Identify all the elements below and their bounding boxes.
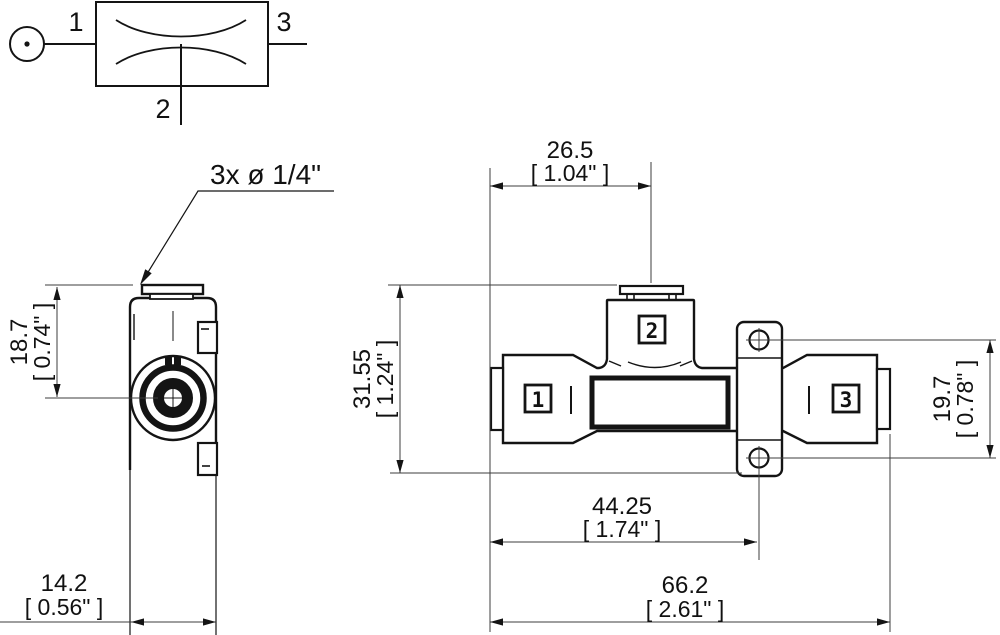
arrow-hole-offset-right <box>744 538 757 546</box>
side-port2-label: 2 <box>646 319 659 343</box>
front-release-tab-left <box>165 356 172 365</box>
dim-height-mm: 18.7 <box>6 319 33 366</box>
dim-hole-offset-in: [ 1.74" ] <box>583 516 662 542</box>
front-port2-cap-step <box>149 293 194 300</box>
dimension-lines <box>0 162 996 632</box>
dim-hole-spacing-mm: 19.7 <box>929 376 956 423</box>
side-port2-cap-tab-right <box>668 293 677 301</box>
side-port1-collar <box>489 366 505 432</box>
dimension-arrows <box>53 182 994 626</box>
front-right-tab-upper <box>196 320 219 355</box>
arrow-hole-offset-left <box>490 538 503 546</box>
side-port2-flare-dash-right <box>679 360 693 367</box>
schematic-port2-label: 2 <box>155 94 170 124</box>
arrow-hole-spacing-down <box>986 445 994 458</box>
front-view <box>128 283 219 635</box>
arrow-overall-length-right <box>877 618 890 626</box>
arrow-height-up <box>53 287 61 300</box>
arrow-height-down <box>53 384 61 397</box>
dim-hole-offset-mm: 44.25 <box>592 493 652 520</box>
side-port2-cap-tab-left <box>626 293 635 301</box>
dim-overall-height-mm: 31.55 <box>349 349 376 409</box>
dim-port2-offset-in: [ 1.04" ] <box>531 160 610 186</box>
hole-callout: 3x ø 1/4" <box>140 159 334 285</box>
schematic-source-dot <box>24 41 30 47</box>
side-label-window <box>589 375 731 430</box>
hole-callout-arrow <box>140 269 152 285</box>
dimension-texts: 18.7 [ 0.74" ] 14.2 [ 0.56" ] 26.5 [ 1.0… <box>6 137 978 622</box>
side-view <box>489 284 892 478</box>
side-port2-flare-dash-left <box>608 360 622 367</box>
front-release-tab-right <box>174 356 181 365</box>
front-right-tab-lower <box>196 441 219 477</box>
arrow-width-left <box>131 618 144 626</box>
side-port1-label: 1 <box>532 388 545 412</box>
dim-port2-offset-mm: 26.5 <box>547 137 594 164</box>
side-port3-label-box <box>831 383 861 414</box>
side-port2-flare-curve <box>627 361 682 369</box>
dim-overall-length-in: [ 2.61" ] <box>646 596 725 622</box>
arrow-overall-length-left <box>490 618 503 626</box>
dim-width-in: [ 0.56" ] <box>25 594 104 620</box>
side-port3-label: 3 <box>840 388 853 412</box>
dim-hole-spacing-in: [ 0.78" ] <box>952 360 978 439</box>
front-port2-cap <box>140 283 205 296</box>
dim-height-in: [ 0.74" ] <box>29 303 55 382</box>
schematic-port1-label: 1 <box>68 7 83 37</box>
arrow-overall-height-up <box>396 285 404 298</box>
hole-callout-leader <box>141 190 334 283</box>
hole-callout-text: 3x ø 1/4" <box>210 159 321 190</box>
arrow-hole-spacing-up <box>986 340 994 353</box>
schematic-symbol <box>9 1 307 125</box>
schematic-venturi-upper-curve <box>115 19 247 38</box>
arrow-overall-height-down <box>396 460 404 473</box>
arrow-port2-offset-left <box>490 182 503 190</box>
arrow-width-right <box>203 618 216 626</box>
side-port3-collar <box>875 367 892 431</box>
arrow-port2-offset-right <box>638 182 651 190</box>
side-port1-label-box <box>523 383 553 414</box>
schematic-port3-label: 3 <box>276 7 291 37</box>
side-port2-cap <box>618 284 685 296</box>
dim-overall-height-in: [ 1.24" ] <box>372 340 398 419</box>
dim-overall-length-mm: 66.2 <box>662 572 709 599</box>
side-port2-label-box <box>637 314 667 345</box>
dim-width-mm: 14.2 <box>41 570 88 597</box>
